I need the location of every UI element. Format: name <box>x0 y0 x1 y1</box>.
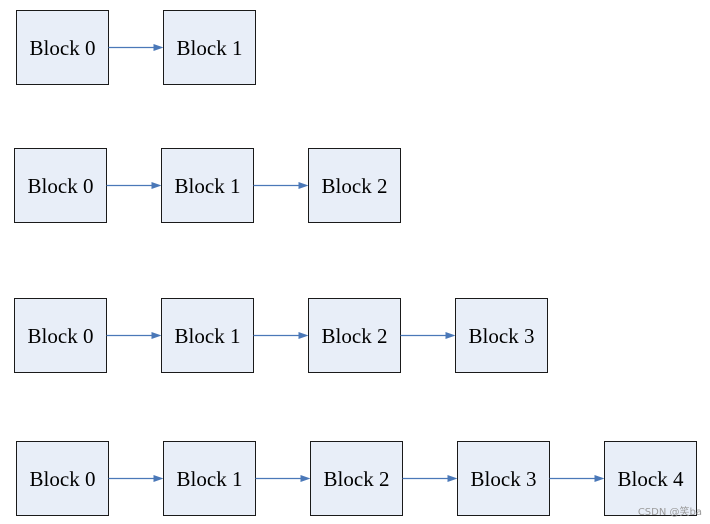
block-box <box>14 298 107 373</box>
block-label: Block 1 <box>175 174 241 198</box>
arrow-2-0 <box>106 332 162 339</box>
block-label: Block 2 <box>322 174 388 198</box>
block-box <box>14 148 107 223</box>
arrow-head-icon <box>153 44 164 51</box>
arrow-1-0 <box>106 182 162 189</box>
block-label: Block 3 <box>469 324 535 348</box>
block-label: Block 1 <box>175 324 241 348</box>
block-box <box>161 148 254 223</box>
block-3-4: Block 4 <box>604 441 697 516</box>
block-2-0: Block 0 <box>14 298 107 373</box>
arrow-3-0 <box>108 475 164 482</box>
watermark: CSDN @笑ba <box>637 507 702 518</box>
block-label: Block 2 <box>324 467 390 491</box>
block-box <box>310 441 403 516</box>
block-box <box>163 10 256 85</box>
block-box <box>308 148 401 223</box>
block-1-2: Block 2 <box>308 148 401 223</box>
block-3-3: Block 3 <box>457 441 550 516</box>
arrow-head-icon <box>447 475 458 482</box>
block-label: Block 1 <box>177 36 243 60</box>
block-1-0: Block 0 <box>14 148 107 223</box>
arrow-0-0 <box>108 44 164 51</box>
block-box <box>604 441 697 516</box>
block-label: Block 0 <box>28 324 94 348</box>
arrow-head-icon <box>153 475 164 482</box>
arrow-3-1 <box>255 475 311 482</box>
block-label: Block 4 <box>618 467 684 491</box>
block-label: Block 0 <box>30 467 96 491</box>
block-2-1: Block 1 <box>161 298 254 373</box>
block-2-2: Block 2 <box>308 298 401 373</box>
arrow-3-2 <box>402 475 458 482</box>
arrow-2-1 <box>253 332 309 339</box>
block-1-1: Block 1 <box>161 148 254 223</box>
block-3-0: Block 0 <box>16 441 109 516</box>
arrow-2-2 <box>400 332 456 339</box>
block-3-1: Block 1 <box>163 441 256 516</box>
block-label: Block 0 <box>28 174 94 198</box>
block-2-3: Block 3 <box>455 298 548 373</box>
block-box <box>455 298 548 373</box>
arrow-3-3 <box>549 475 605 482</box>
block-row-2: Block 0 Block 1 Block 2 Block 3 <box>14 298 548 373</box>
block-box <box>163 441 256 516</box>
arrow-head-icon <box>594 475 605 482</box>
block-label: Block 1 <box>177 467 243 491</box>
arrow-head-icon <box>151 332 162 339</box>
block-row-1: Block 0 Block 1 Block 2 <box>14 148 401 223</box>
block-label: Block 0 <box>30 36 96 60</box>
block-label: Block 3 <box>471 467 537 491</box>
arrow-head-icon <box>298 182 309 189</box>
arrow-head-icon <box>300 475 311 482</box>
block-box <box>457 441 550 516</box>
block-box <box>16 10 109 85</box>
block-row-3: Block 0 Block 1 Block 2 Block 3 Block 4 <box>16 441 697 516</box>
block-row-0: Block 0 Block 1 <box>16 10 256 85</box>
arrow-head-icon <box>445 332 456 339</box>
block-3-2: Block 2 <box>310 441 403 516</box>
arrow-head-icon <box>151 182 162 189</box>
block-box <box>16 441 109 516</box>
block-0-1: Block 1 <box>163 10 256 85</box>
arrow-head-icon <box>298 332 309 339</box>
arrow-1-1 <box>253 182 309 189</box>
block-label: Block 2 <box>322 324 388 348</box>
block-0-0: Block 0 <box>16 10 109 85</box>
